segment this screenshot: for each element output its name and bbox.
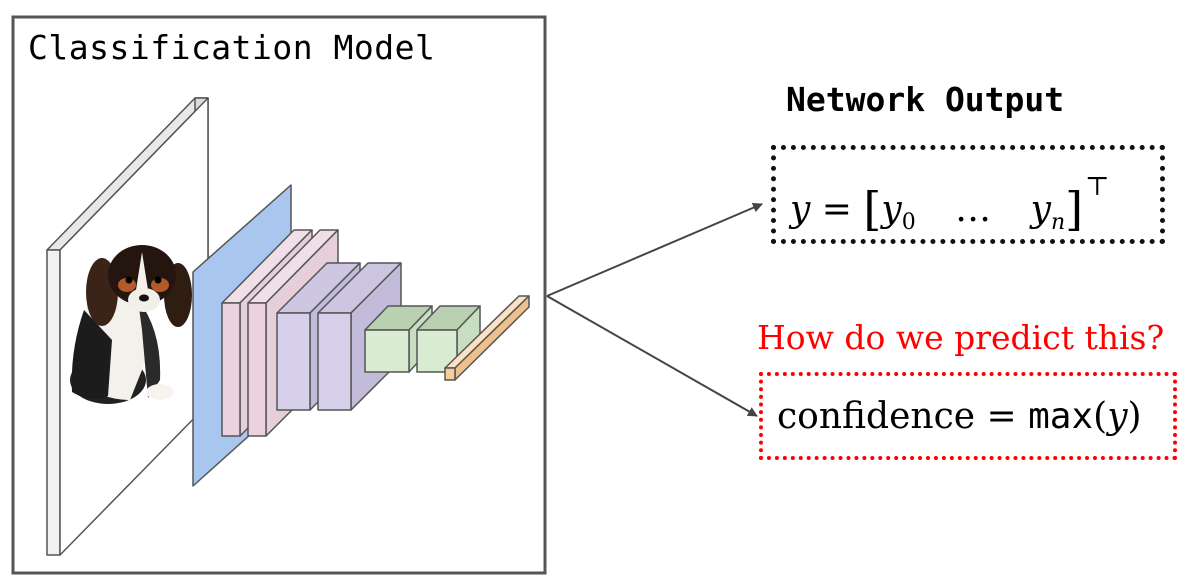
confidence-arg: y [1107, 396, 1128, 437]
formula-lhs: y [790, 189, 811, 230]
model-title: Classification Model [28, 28, 436, 67]
formula-first-sub: 0 [901, 210, 916, 235]
formula-close-bracket: ] [1065, 182, 1084, 236]
confidence-paren-close: ) [1127, 396, 1142, 437]
formula-equals: = [821, 189, 852, 230]
confidence-formula: confidence = max(y) [777, 396, 1142, 437]
output-vector-layer [444, 295, 530, 381]
output-formula: y = [y0 … yn]⊤ [790, 172, 1110, 236]
confidence-equals: = [986, 396, 1017, 437]
formula-last: y [1030, 189, 1051, 230]
confidence-box: confidence = max(y) [759, 372, 1177, 460]
arrow-to-confidence-icon [546, 295, 758, 417]
model-frame [11, 15, 547, 575]
formula-first: y [881, 189, 902, 230]
formula-last-sub: n [1050, 210, 1066, 235]
output-box: y = [y0 … yn]⊤ [771, 145, 1165, 244]
formula-ellipsis: … [955, 189, 992, 230]
confidence-label: confidence [777, 396, 976, 437]
arrow-to-output-icon [546, 202, 763, 297]
dog-photo-icon [70, 245, 192, 404]
confidence-func: max [1028, 396, 1094, 437]
output-title: Network Output [786, 80, 1065, 119]
question-text: How do we predict this? [757, 318, 1165, 357]
confidence-paren-open: ( [1093, 396, 1108, 437]
formula-open-bracket: [ [863, 182, 882, 236]
formula-transpose: ⊤ [1085, 172, 1110, 202]
